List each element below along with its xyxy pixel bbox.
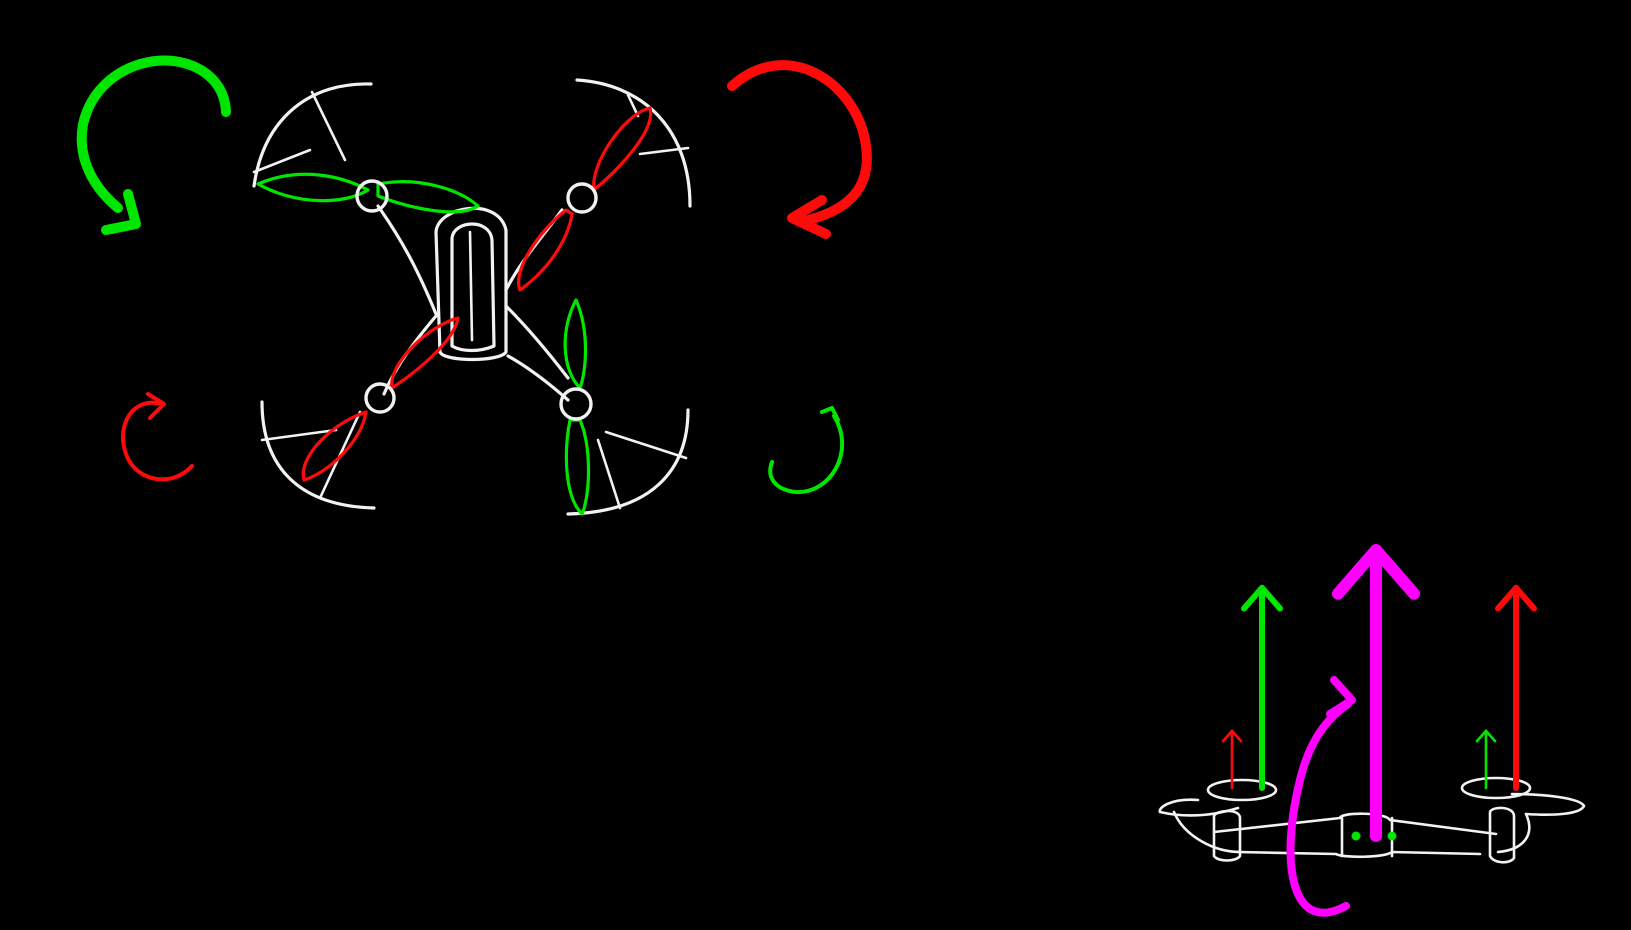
- yaw-torque-arrow: [1286, 676, 1356, 917]
- thrust-arrows: [1221, 544, 1537, 842]
- thrust-arrow-left-large: [1241, 584, 1283, 791]
- propeller-rear-right: [559, 298, 593, 516]
- center-dot-left: [1351, 831, 1361, 841]
- center-dot-right: [1387, 831, 1397, 841]
- total-thrust-arrow: [1332, 544, 1420, 842]
- propeller-rear-left: [301, 316, 460, 482]
- quadcopter-side-view: [1158, 544, 1586, 917]
- rotation-arrow-front-left: [76, 55, 231, 235]
- thrust-arrow-right-small: [1475, 729, 1497, 790]
- thrust-arrow-right-large: [1495, 584, 1537, 791]
- quadcopter-top-view: [76, 55, 872, 516]
- propeller-front-left: [256, 172, 480, 214]
- drone-body: [434, 206, 508, 362]
- rotation-arrow-front-right: [727, 60, 872, 239]
- side-frame: [1158, 776, 1586, 864]
- rotation-arrow-rear-right: [768, 406, 845, 495]
- thrust-arrow-left-small: [1221, 729, 1243, 790]
- rotation-arrow-rear-left: [121, 392, 194, 482]
- rotor-guard-front-left: [252, 82, 373, 188]
- rotor-guard-front-right: [575, 78, 692, 208]
- rotor-guard-rear-right: [566, 408, 690, 516]
- propeller-front-right: [517, 106, 653, 292]
- rotor-guard-rear-left: [260, 400, 376, 510]
